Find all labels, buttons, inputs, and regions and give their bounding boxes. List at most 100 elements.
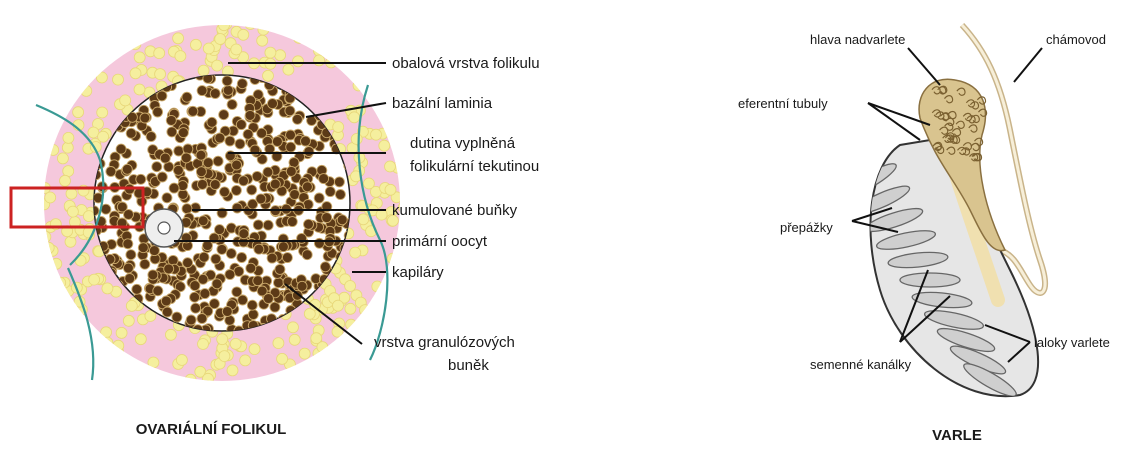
- yellow-cell: [350, 247, 361, 258]
- granulosa-cell: [237, 79, 247, 89]
- label-seminiferous-tubules: semenné kanálky: [810, 357, 912, 372]
- granulosa-cell: [252, 171, 262, 181]
- yellow-cell: [134, 84, 145, 95]
- yellow-cell: [263, 70, 274, 81]
- granulosa-cell: [196, 167, 206, 177]
- granulosa-cell: [225, 270, 235, 280]
- granulosa-cell: [223, 85, 233, 95]
- yellow-cell: [257, 35, 268, 46]
- granulosa-cell: [239, 229, 249, 239]
- granulosa-cell: [182, 92, 192, 102]
- granulosa-cell: [210, 180, 220, 190]
- yellow-cell: [148, 357, 159, 368]
- granulosa-cell: [322, 213, 332, 223]
- granulosa-cell: [181, 153, 191, 163]
- granulosa-cell: [197, 314, 207, 324]
- granulosa-cell: [190, 292, 200, 302]
- yellow-cell: [219, 20, 230, 31]
- yellow-cell: [203, 43, 214, 54]
- yellow-cell: [98, 131, 109, 142]
- granulosa-cell: [335, 190, 345, 200]
- label-cavity-line1: dutina vyplněná: [410, 135, 516, 152]
- granulosa-cell: [136, 174, 146, 184]
- granulosa-cell: [290, 190, 300, 200]
- granulosa-cell: [198, 216, 208, 226]
- granulosa-cell: [132, 284, 142, 294]
- granulosa-cell: [267, 253, 277, 263]
- granulosa-cell: [302, 182, 312, 192]
- granulosa-cell: [320, 262, 330, 272]
- granulosa-cell: [297, 281, 307, 291]
- granulosa-cell: [222, 307, 232, 317]
- yellow-cell: [89, 274, 100, 285]
- granulosa-cell: [123, 239, 133, 249]
- label-basal-lamina: bazální laminia: [392, 95, 493, 112]
- granulosa-cell: [275, 264, 285, 274]
- granulosa-cell: [207, 117, 217, 127]
- yellow-cell: [113, 340, 124, 351]
- yellow-cell: [60, 175, 71, 186]
- granulosa-cell: [245, 110, 255, 120]
- caption-testis: VARLE: [932, 427, 982, 444]
- yellow-cell: [245, 19, 256, 30]
- granulosa-cell: [325, 187, 335, 197]
- granulosa-cell: [314, 238, 324, 248]
- yellow-cell: [387, 253, 398, 264]
- yellow-cell: [130, 39, 141, 50]
- granulosa-cell: [172, 312, 182, 322]
- yellow-cell: [212, 60, 223, 71]
- yellow-cell: [176, 355, 187, 366]
- yellow-cell: [346, 319, 357, 330]
- granulosa-cell: [232, 287, 242, 297]
- granulosa-cell: [217, 244, 227, 254]
- granulosa-cell: [212, 279, 222, 289]
- yellow-cell: [185, 374, 196, 385]
- label-vas-deferens: chámovod: [1046, 32, 1106, 47]
- yellow-cell: [258, 24, 269, 35]
- granulosa-cell: [215, 133, 225, 143]
- granulosa-cell: [123, 263, 133, 273]
- label-testis-lobules: laloky varlete: [1034, 335, 1110, 350]
- granulosa-cell: [227, 100, 237, 110]
- yellow-cell: [379, 140, 390, 151]
- granulosa-cell: [282, 253, 292, 263]
- granulosa-cell: [272, 137, 282, 147]
- yellow-cell: [299, 348, 310, 359]
- granulosa-cell: [304, 219, 314, 229]
- yellow-cell: [65, 236, 76, 247]
- granulosa-cell: [232, 203, 242, 213]
- granulosa-cell: [285, 106, 295, 116]
- granulosa-cell: [253, 276, 263, 286]
- yellow-cell: [363, 178, 374, 189]
- yellow-cell: [265, 47, 276, 58]
- granulosa-cell: [157, 172, 167, 182]
- label-cumulus: kumulované buňky: [392, 202, 518, 219]
- caption-ovarian-follicle: OVARIÁLNÍ FOLIKUL: [136, 421, 287, 438]
- granulosa-cell: [199, 252, 209, 262]
- granulosa-cell: [153, 286, 163, 296]
- yellow-cell: [314, 55, 325, 66]
- yellow-cell: [227, 365, 238, 376]
- granulosa-cell: [149, 246, 159, 256]
- yellow-cell: [203, 373, 214, 384]
- yellow-cell: [126, 300, 137, 311]
- yellow-cell: [130, 68, 141, 79]
- yellow-cell: [277, 353, 288, 364]
- granulosa-cell: [237, 253, 247, 263]
- granulosa-cell: [148, 270, 158, 280]
- granulosa-cell: [198, 274, 208, 284]
- yellow-cell: [43, 242, 54, 253]
- granulosa-cell: [178, 128, 188, 138]
- yellow-cell: [120, 95, 131, 106]
- yellow-cell: [215, 34, 226, 45]
- granulosa-cell: [253, 220, 263, 230]
- yellow-cell: [134, 52, 145, 63]
- granulosa-cell: [235, 139, 245, 149]
- granulosa-cell: [186, 315, 196, 325]
- yellow-cell: [198, 65, 209, 76]
- yellow-cell: [101, 327, 112, 338]
- label-septa: přepážky: [780, 220, 833, 235]
- granulosa-cell: [162, 307, 172, 317]
- yellow-cell: [345, 281, 356, 292]
